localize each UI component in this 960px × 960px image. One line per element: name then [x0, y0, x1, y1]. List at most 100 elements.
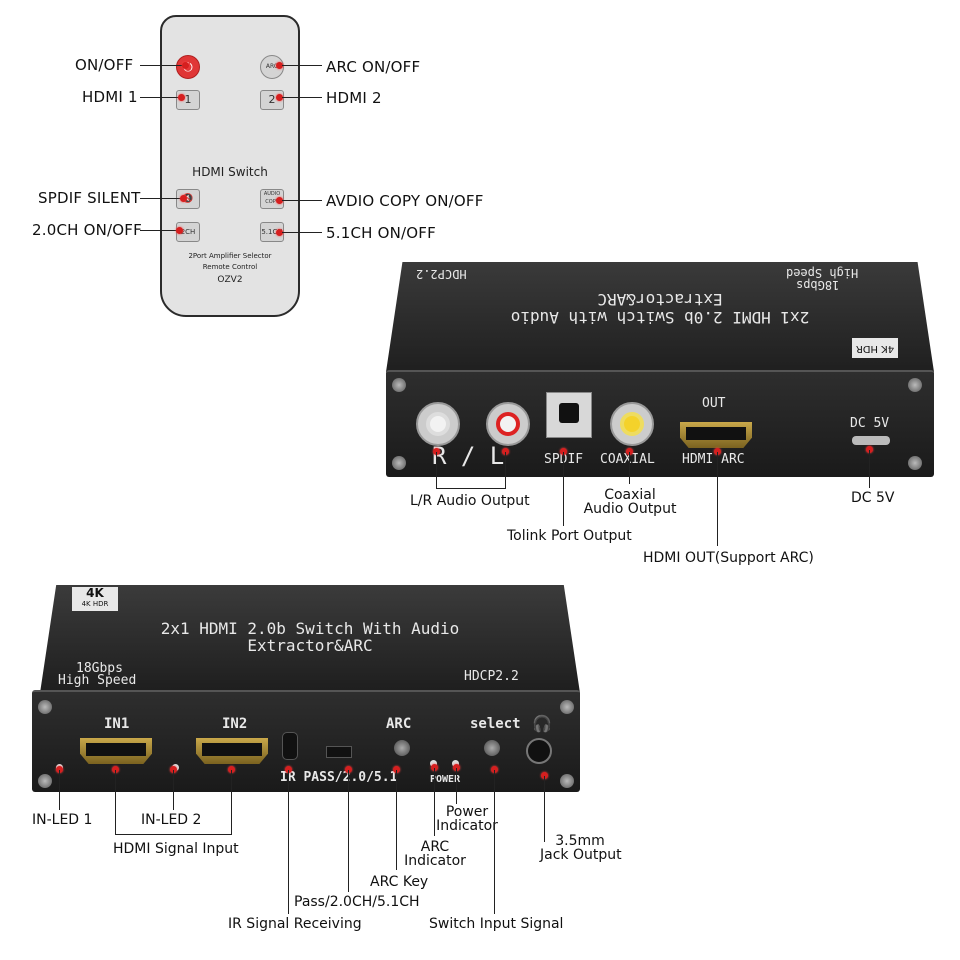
callout-in-led1: IN-LED 1 — [32, 812, 93, 828]
leader-line — [505, 452, 506, 488]
spdif-port[interactable] — [546, 392, 592, 438]
screw-icon — [560, 774, 574, 788]
screw-icon — [908, 456, 922, 470]
leader-line — [396, 770, 397, 870]
ir-receiver — [282, 732, 298, 760]
callout-dc: DC 5V — [851, 490, 895, 506]
callout-arc-key: ARC Key — [370, 874, 429, 890]
device-back-face: R / L SPDIF COAXIAL OUT HDMI ARC DC 5V — [386, 370, 934, 477]
callout-dot — [433, 448, 440, 455]
leader-line — [436, 488, 506, 489]
port-label-dc: DC 5V — [850, 416, 890, 431]
headphone-icon: 🎧 — [532, 714, 552, 733]
device-front-title-2: Extractor&ARC — [247, 636, 373, 655]
leader-line — [282, 97, 322, 98]
mode-switch[interactable] — [326, 746, 352, 758]
hdmi-in1-port[interactable] — [80, 738, 152, 764]
callout-power-ind-2: Indicator — [436, 818, 498, 834]
power-led — [452, 760, 459, 767]
leader-line — [173, 770, 174, 810]
callout-dot — [453, 764, 460, 771]
label-on-off: ON/OFF — [75, 56, 134, 74]
arc-button[interactable]: ARC — [260, 55, 284, 79]
hdmi-out-port[interactable] — [680, 422, 752, 448]
label-audio-copy: AVDIO COPY ON/OFF — [326, 192, 484, 210]
leader-line — [434, 768, 435, 836]
callout-hdmi-signal: HDMI Signal Input — [113, 841, 239, 857]
ch2-button[interactable]: 2CH — [176, 222, 200, 242]
rca-left-port[interactable] — [486, 402, 530, 446]
callout-arc-ind-1: ARC — [420, 839, 450, 855]
callout-coaxial-1: Coaxial — [604, 487, 656, 503]
device-back-speed-2: High Speed — [786, 266, 859, 280]
jack-port[interactable] — [526, 738, 552, 764]
label-ch20: 2.0CH ON/OFF — [32, 221, 142, 239]
device-front-speed-1: 18Gbps — [76, 661, 123, 676]
remote-title: HDMI Switch — [192, 165, 268, 179]
device-front-face: IN1 IN2 ARC select 🎧 IR PASS/2.0/5.1 POW… — [32, 690, 580, 792]
callout-dot — [345, 766, 352, 773]
callout-dot — [276, 62, 283, 69]
leader-line — [869, 450, 870, 488]
leader-line — [115, 770, 116, 834]
port-label-ir: IR PASS/2.0/5.1 — [280, 770, 398, 785]
callout-lr-audio: L/R Audio Output — [410, 493, 530, 509]
remote-caption-2: Remote Control — [202, 263, 258, 271]
dc-port[interactable] — [852, 436, 890, 445]
leader-line — [348, 770, 349, 892]
callout-dot — [180, 195, 187, 202]
callout-dot — [560, 448, 567, 455]
leader-line — [231, 770, 232, 834]
port-label-arc: ARC — [386, 716, 412, 732]
leader-line — [115, 834, 232, 835]
device-front-speed-2: High Speed — [58, 673, 137, 688]
callout-dot — [112, 766, 119, 773]
mute-button[interactable]: 🔇 — [176, 189, 200, 209]
device-back-title-2: Extractor&ARC — [597, 290, 723, 309]
label-arc-on-off: ARC ON/OFF — [326, 58, 421, 76]
remote-model: OZV2 — [217, 275, 243, 285]
label-ch51: 5.1CH ON/OFF — [326, 224, 436, 242]
port-label-select: select — [470, 716, 521, 732]
coaxial-port[interactable] — [610, 402, 654, 446]
callout-dot — [541, 772, 548, 779]
hdmi-in2-port[interactable] — [196, 738, 268, 764]
callout-dot — [276, 94, 283, 101]
callout-dot — [178, 94, 185, 101]
arc-key-button[interactable] — [394, 740, 410, 756]
leader-line — [282, 200, 322, 201]
device-front-title-1: 2x1 HDMI 2.0b Switch With Audio — [160, 619, 460, 638]
callout-dot — [491, 766, 498, 773]
callout-dot — [182, 62, 189, 69]
callout-dot — [431, 764, 438, 771]
leader-line — [140, 198, 184, 199]
screw-icon — [560, 700, 574, 714]
callout-dot — [866, 446, 873, 453]
callout-switch-input: Switch Input Signal — [429, 916, 564, 932]
port-label-rl: R / L — [432, 442, 505, 470]
callout-dot — [276, 197, 283, 204]
screw-icon — [38, 700, 52, 714]
select-button[interactable] — [484, 740, 500, 756]
device-front-hdcp: HDCP2.2 — [464, 669, 519, 684]
callout-in-led2: IN-LED 2 — [141, 812, 202, 828]
screw-icon — [908, 378, 922, 392]
leader-line — [563, 452, 564, 526]
label-hdmi1: HDMI 1 — [82, 88, 138, 106]
callout-dot — [170, 766, 177, 773]
audio-copy-button[interactable]: AUDIO COPY — [260, 189, 284, 209]
rca-right-port[interactable] — [416, 402, 460, 446]
callout-dot — [626, 448, 633, 455]
callout-dot — [714, 448, 721, 455]
leader-line — [140, 65, 186, 66]
callout-ir-receiving: IR Signal Receiving — [228, 916, 362, 932]
callout-power-ind-1: Power — [445, 804, 489, 820]
screw-icon — [392, 378, 406, 392]
port-label-in1: IN1 — [104, 716, 130, 732]
badge-4k: 4K — [86, 586, 104, 600]
remote-caption-1: 2Port Amplifier Selector — [188, 252, 272, 260]
leader-line — [717, 452, 718, 546]
callout-coaxial-2: Audio Output — [583, 501, 677, 517]
device-back-hdcp: HDCP2.2 — [416, 267, 467, 281]
badge-4k-hdr: 4K HDR — [81, 600, 109, 608]
